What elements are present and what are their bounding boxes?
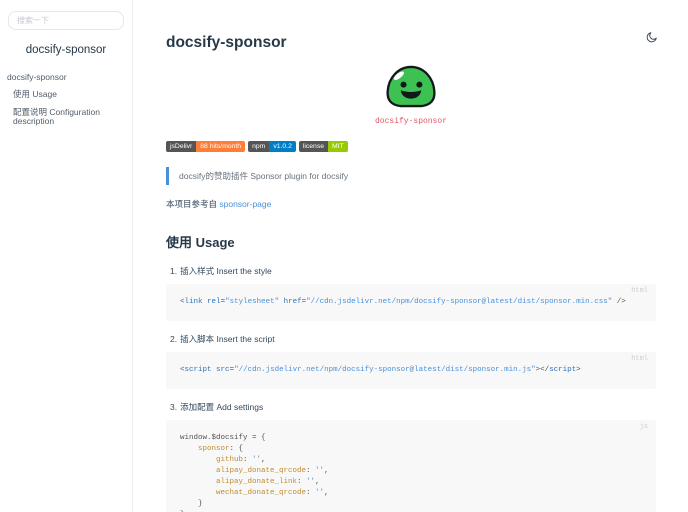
code-content: <link rel="stylesheet" href="//cdn.jsdel… xyxy=(180,298,626,306)
search-box xyxy=(8,10,124,30)
code-block-style: html <link rel="stylesheet" href="//cdn.j… xyxy=(166,284,656,321)
code-language-label: html xyxy=(631,287,648,295)
logo-image xyxy=(383,65,439,114)
step-text: 插入脚本 Insert the script xyxy=(180,334,275,344)
step-3-label: 3.添加配置 Add settings xyxy=(170,401,656,413)
code-content: window.$docsify = { sponsor: { github: '… xyxy=(180,434,329,512)
badge-value: v1.0.2 xyxy=(269,141,296,152)
sponsor-page-link[interactable]: sponsor-page xyxy=(219,199,272,209)
page-title[interactable]: docsify-sponsor xyxy=(166,34,287,51)
usage-steps: 1.插入样式 Insert the style html <link rel="s… xyxy=(166,265,656,512)
license-badge[interactable]: license MIT xyxy=(298,141,348,152)
sidebar-item-docsify-sponsor[interactable]: docsify-sponsor xyxy=(7,72,67,82)
dark-mode-toggle-button[interactable] xyxy=(645,31,658,47)
step-1-label: 1.插入样式 Insert the style xyxy=(170,265,656,277)
description-blockquote: docsify的赞助插件 Sponsor plugin for docsify xyxy=(166,167,656,185)
npm-version-badge[interactable]: npm v1.0.2 xyxy=(248,141,296,152)
app-name: docsify-sponsor xyxy=(25,44,107,56)
sidebar-item-configuration[interactable]: 配置说明 Configuration description xyxy=(13,106,100,127)
code-block-script: html <script src="//cdn.jsdelivr.net/npm/… xyxy=(166,352,656,389)
badge-value: 88 hits/month xyxy=(196,141,246,152)
logo-caption: docsify-sponsor xyxy=(374,117,447,126)
step-number: 1. xyxy=(170,266,178,276)
jsdelivr-badge[interactable]: jsDelivr 88 hits/month xyxy=(166,141,246,152)
code-content: <script src="//cdn.jsdelivr.net/npm/docs… xyxy=(180,366,581,374)
step-number: 2. xyxy=(170,334,178,344)
badges-row: jsDelivr 88 hits/month npm v1.0.2 licens… xyxy=(166,141,656,152)
step-text: 插入样式 Insert the style xyxy=(180,266,272,276)
reference-text: 本项目参考自 xyxy=(166,199,220,209)
code-block-settings: js window.$docsify = { sponsor: { github:… xyxy=(166,420,656,512)
sidebar-item-usage[interactable]: 使用 Usage xyxy=(13,89,57,100)
badge-value: MIT xyxy=(328,141,348,152)
usage-heading-anchor[interactable]: 使用 Usage xyxy=(166,235,235,250)
main-content: docsify-sponsor docsify-sponsor jsDelivr… xyxy=(134,0,688,512)
moon-icon xyxy=(645,32,658,47)
step-text: 添加配置 Add settings xyxy=(180,402,264,412)
code-language-label: html xyxy=(631,355,648,363)
badge-label: license xyxy=(298,141,329,152)
sidebar-nav: docsify-sponsor 使用 Usage 配置说明 Configurat… xyxy=(0,69,132,130)
step-number: 3. xyxy=(170,402,178,412)
badge-label: jsDelivr xyxy=(166,141,197,152)
code-language-label: js xyxy=(639,423,648,431)
search-input[interactable] xyxy=(8,11,124,30)
step-2-label: 2.插入脚本 Insert the script xyxy=(170,333,656,345)
badge-label: npm xyxy=(248,141,270,152)
usage-section-title: 使用 Usage xyxy=(166,232,656,251)
logo-figure: docsify-sponsor xyxy=(166,63,656,126)
reference-paragraph: 本项目参考自 sponsor-page xyxy=(166,198,656,210)
sidebar: docsify-sponsor docsify-sponsor 使用 Usage… xyxy=(0,0,133,512)
